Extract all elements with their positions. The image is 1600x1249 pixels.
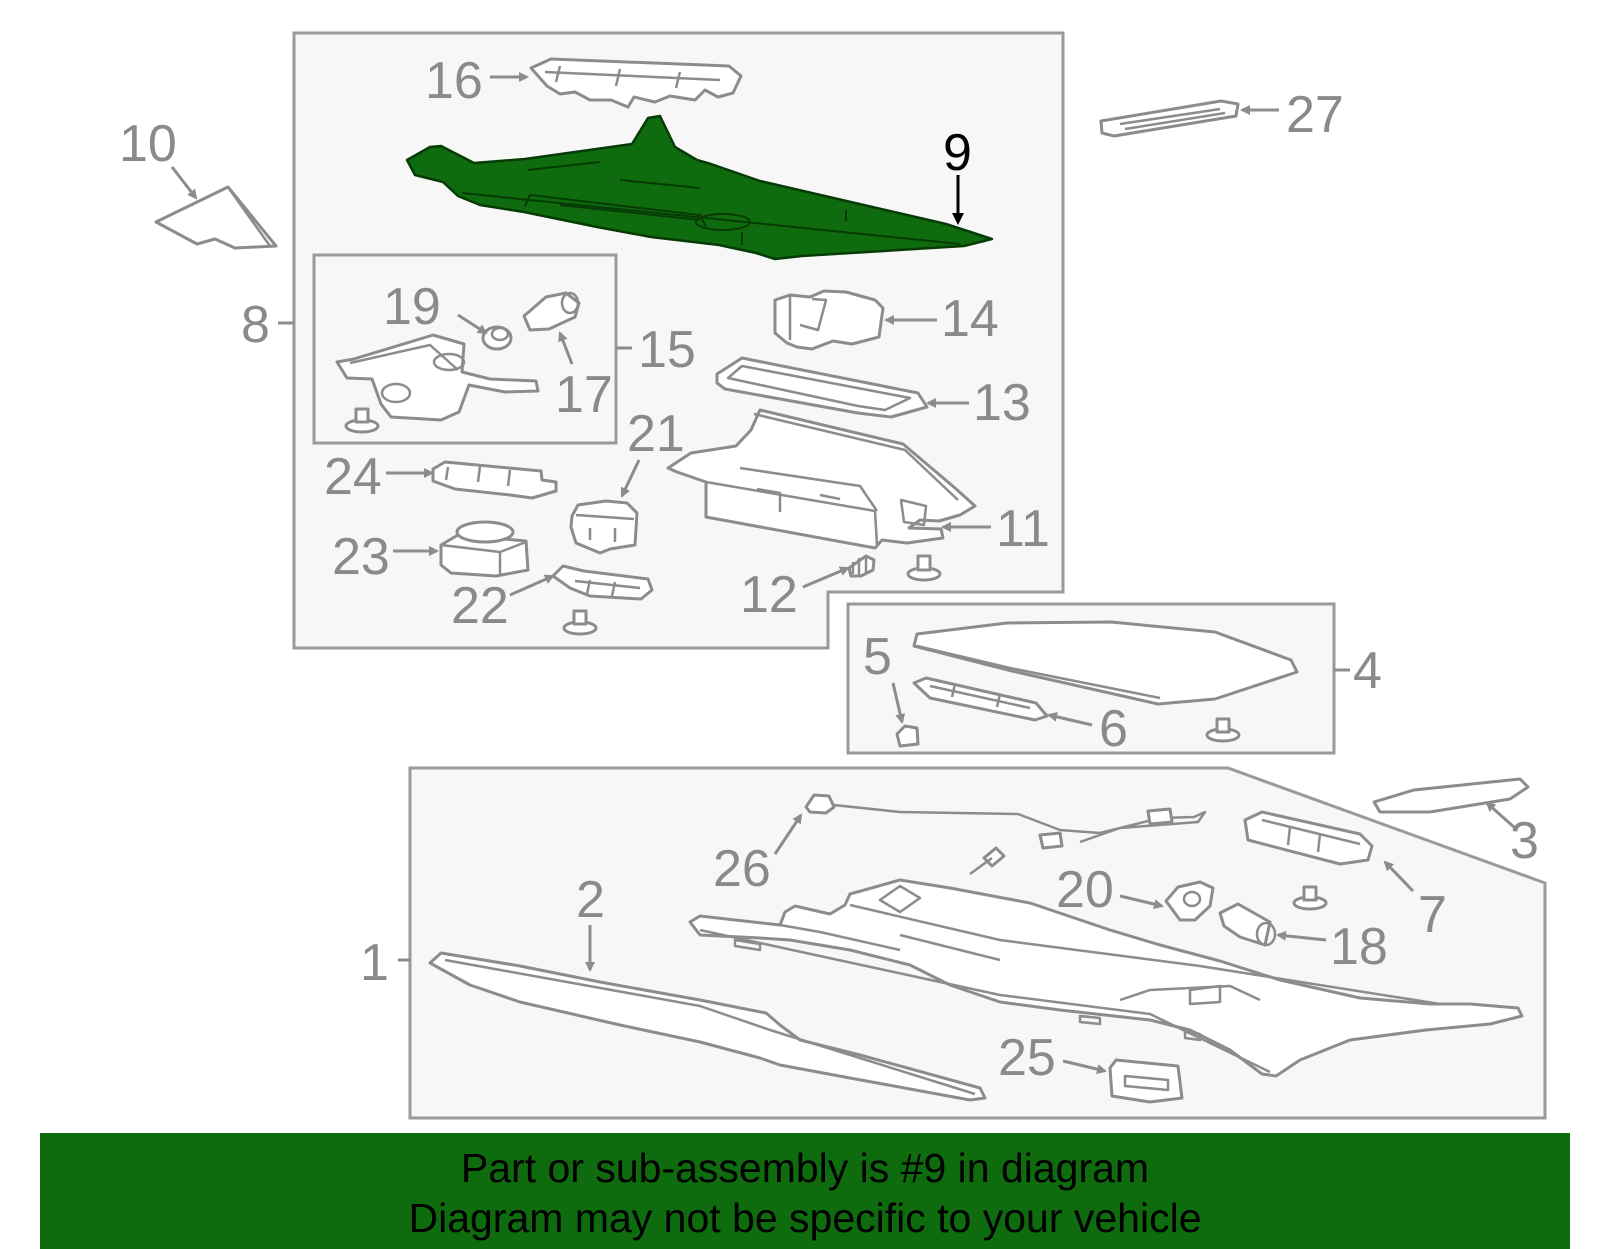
leader-18 <box>1276 930 1327 942</box>
part-9-highlighted <box>405 114 994 261</box>
part-6 <box>912 676 1049 722</box>
clip-7 <box>1292 885 1328 911</box>
callout-4: 4 <box>1353 642 1382 700</box>
part-13 <box>715 356 929 419</box>
part-24 <box>431 460 558 500</box>
callout-22: 22 <box>451 577 509 635</box>
callout-19: 19 <box>383 278 441 336</box>
leader-5 <box>891 682 906 724</box>
callout-13: 13 <box>973 374 1031 432</box>
clip-fastener <box>906 554 942 582</box>
leader-7 <box>1383 860 1415 893</box>
callout-3: 3 <box>1510 812 1539 870</box>
part-7 <box>1243 810 1374 866</box>
part-21 <box>569 499 639 555</box>
part-16 <box>529 57 743 109</box>
leader-19 <box>457 313 488 335</box>
part-25 <box>1108 1058 1184 1104</box>
part-1-console <box>688 878 1524 1078</box>
callout-21: 21 <box>627 405 685 463</box>
leader-25 <box>1062 1059 1107 1075</box>
part-2-trim <box>428 951 987 1102</box>
callout-11: 11 <box>996 500 1050 558</box>
leader-10 <box>170 166 198 200</box>
part-3 <box>1372 777 1530 814</box>
clip-4 <box>1205 717 1241 743</box>
callout-9: 9 <box>943 124 972 182</box>
callout-17: 17 <box>555 366 613 424</box>
banner-line-1: Part or sub-assembly is #9 in diagram <box>460 1145 1150 1191</box>
part-12 <box>847 554 876 578</box>
clip-22 <box>562 609 598 636</box>
part-5 <box>895 724 920 748</box>
part-14 <box>773 289 885 351</box>
leader-17 <box>558 331 574 365</box>
callout-16: 16 <box>425 52 483 110</box>
callout-12: 12 <box>740 566 798 624</box>
clip-15 <box>344 407 380 434</box>
callout-15: 15 <box>638 321 696 379</box>
part-4-lid <box>912 620 1299 706</box>
callout-14: 14 <box>941 290 999 348</box>
leader-22 <box>509 574 555 597</box>
leader-26 <box>773 813 803 855</box>
part-26 <box>804 793 1207 850</box>
part-10 <box>154 185 278 250</box>
callout-24: 24 <box>324 448 382 506</box>
callout-27: 27 <box>1286 86 1344 144</box>
callout-18: 18 <box>1330 918 1388 976</box>
part-27 <box>1099 99 1240 138</box>
leader-6 <box>1047 711 1093 727</box>
banner-line-2: Diagram may not be specific to your vehi… <box>408 1195 1202 1241</box>
callout-6: 6 <box>1099 700 1128 758</box>
leader-20 <box>1119 894 1164 910</box>
callout-23: 23 <box>332 528 390 586</box>
part-20 <box>1164 880 1215 922</box>
part-11 <box>666 408 977 550</box>
info-banner: Part or sub-assembly is #9 in diagram Di… <box>40 1133 1570 1249</box>
callout-20: 20 <box>1056 861 1114 919</box>
callout-1: 1 <box>360 934 389 992</box>
callout-8: 8 <box>241 296 270 354</box>
leader-21 <box>620 459 641 498</box>
callout-5: 5 <box>863 628 892 686</box>
part-22 <box>551 564 654 601</box>
part-17 <box>522 291 581 332</box>
callout-2: 2 <box>576 871 605 929</box>
leader-12 <box>802 566 850 589</box>
callout-25: 25 <box>998 1029 1056 1087</box>
callout-26: 26 <box>713 840 771 898</box>
screw <box>969 846 1006 876</box>
part-23 <box>439 520 530 578</box>
part-15 <box>335 333 540 422</box>
callout-10: 10 <box>119 115 177 173</box>
part-19 <box>481 325 513 351</box>
callout-7: 7 <box>1418 886 1447 944</box>
part-18 <box>1218 902 1277 947</box>
leader-3 <box>1485 801 1516 830</box>
